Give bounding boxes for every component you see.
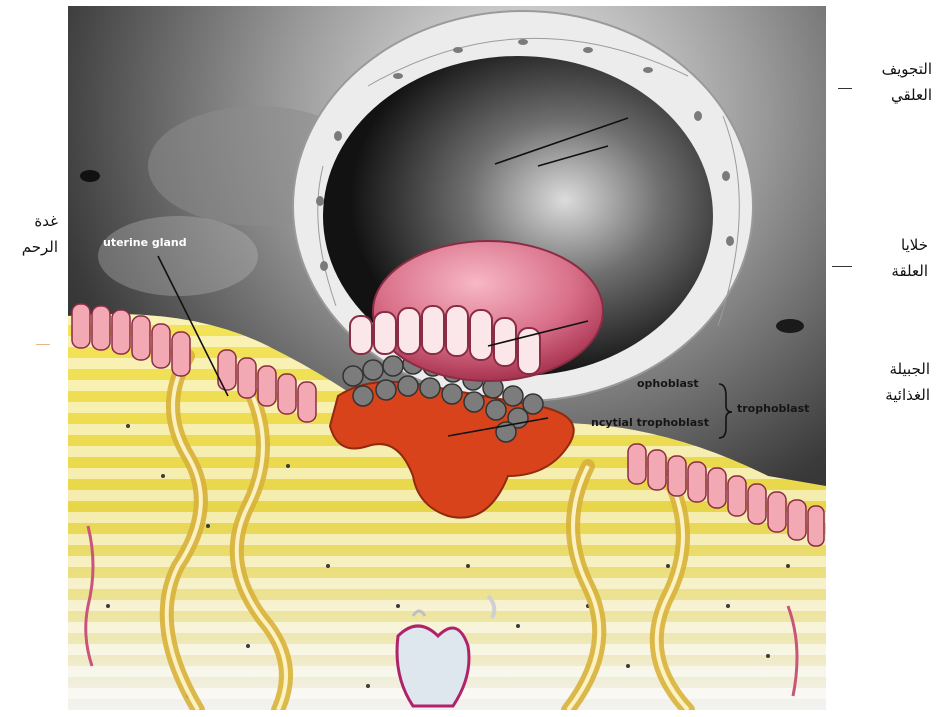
trophoblast-label: trophoblast (737, 402, 809, 415)
uterine-gland-label-ar: غدة الرحم (22, 208, 58, 260)
margin-tick-top (838, 88, 852, 89)
uterine-gland-label: uterine gland (103, 236, 187, 249)
amniotic-cavity-label-ar: التجويف العلقي (882, 56, 932, 108)
embryo-cells-label-ar: خلايا العلقة (891, 232, 928, 284)
trophoblast-label-ar: الجبيلة الغذائية (885, 356, 930, 408)
cytotrophoblast-label: ophoblast (637, 377, 699, 390)
syncytial-trophoblast-label: ncytial trophoblast (591, 416, 709, 429)
margin-plus-left (36, 344, 50, 345)
margin-tick-mid (832, 266, 852, 267)
implantation-illustration (68, 6, 826, 710)
